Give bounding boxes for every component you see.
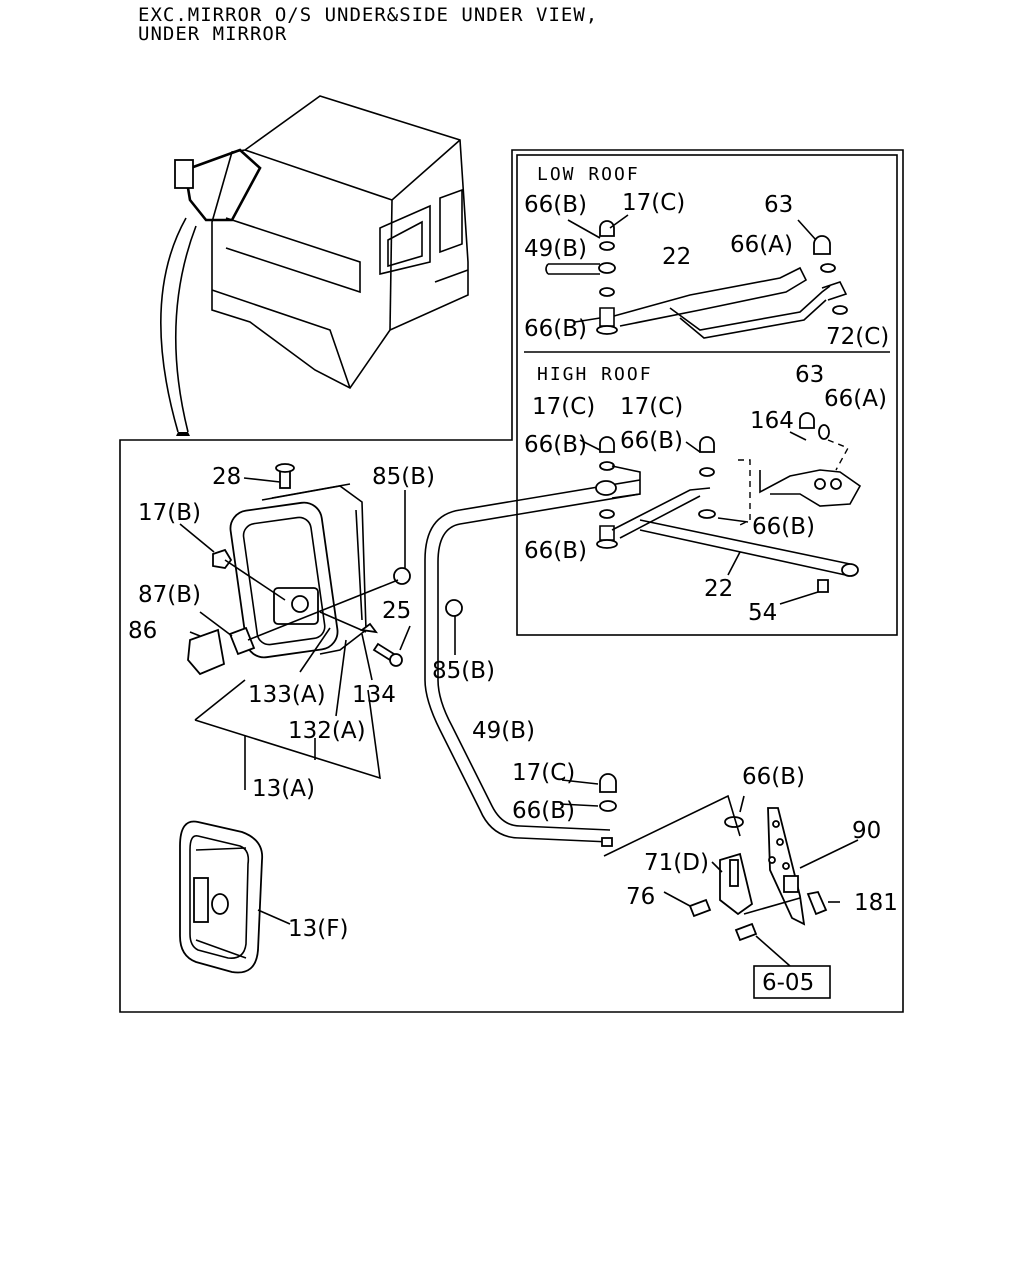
roof-variants-inset bbox=[516, 154, 898, 636]
label-m-17b: 17(B) bbox=[138, 500, 201, 526]
label-m-133a: 133(A) bbox=[248, 682, 326, 708]
reference-box bbox=[753, 965, 831, 999]
label-m-132a: 132(A) bbox=[288, 718, 366, 744]
label-m-90: 90 bbox=[852, 818, 881, 844]
label-lr-72c: 72(C) bbox=[826, 324, 889, 350]
header-line-2: UNDER MIRROR bbox=[138, 23, 288, 45]
label-m-28: 28 bbox=[212, 464, 241, 490]
label-m-85b-mid: 85(B) bbox=[432, 658, 495, 684]
label-m-66b-b: 66(B) bbox=[742, 764, 805, 790]
label-lr-63: 63 bbox=[764, 192, 793, 218]
label-m-13a: 13(A) bbox=[252, 776, 315, 802]
label-hr-66b-d: 66(B) bbox=[524, 538, 587, 564]
label-m-181: 181 bbox=[854, 890, 898, 916]
label-lr-22: 22 bbox=[662, 244, 691, 270]
label-hr-66b-a: 66(B) bbox=[524, 432, 587, 458]
label-m-13f: 13(F) bbox=[288, 916, 348, 942]
label-m-86: 86 bbox=[128, 618, 157, 644]
label-hr-54: 54 bbox=[748, 600, 777, 626]
label-m-76: 76 bbox=[626, 884, 655, 910]
low-roof-parts bbox=[545, 214, 848, 339]
label-m-87b: 87(B) bbox=[138, 582, 201, 608]
label-m-25: 25 bbox=[382, 598, 411, 624]
label-lr-49b: 49(B) bbox=[524, 236, 587, 262]
mirror-bracket-parts bbox=[559, 779, 859, 967]
label-hr-66b-c: 66(B) bbox=[752, 514, 815, 540]
label-hr-17c-a: 17(C) bbox=[532, 394, 595, 420]
label-lr-66a: 66(A) bbox=[730, 232, 793, 258]
mirror-assembly-13a bbox=[179, 463, 463, 790]
reference-label: 6-05 bbox=[762, 970, 814, 996]
label-hr-164: 164 bbox=[750, 408, 794, 434]
label-hr-63: 63 bbox=[795, 362, 824, 388]
label-m-49b: 49(B) bbox=[472, 718, 535, 744]
high-roof-parts bbox=[579, 412, 862, 605]
label-lr-17c: 17(C) bbox=[622, 190, 685, 216]
label-m-134: 134 bbox=[352, 682, 396, 708]
high-roof-heading: HIGH ROOF bbox=[537, 364, 653, 385]
main-diagram-frame bbox=[119, 149, 904, 1013]
truck-cab-illustration bbox=[160, 95, 469, 436]
low-roof-heading: LOW ROOF bbox=[537, 164, 640, 185]
label-lr-66b-top: 66(B) bbox=[524, 192, 587, 218]
mirror-stay-rod bbox=[424, 465, 641, 847]
label-m-85b-top: 85(B) bbox=[372, 464, 435, 490]
label-hr-17c-b: 17(C) bbox=[620, 394, 683, 420]
under-mirror-13f bbox=[179, 820, 291, 974]
label-hr-22: 22 bbox=[704, 576, 733, 602]
label-hr-66a: 66(A) bbox=[824, 386, 887, 412]
label-hr-66b-b: 66(B) bbox=[620, 428, 683, 454]
header-line-1: EXC.MIRROR O/S UNDER&SIDE UNDER VIEW, bbox=[138, 4, 599, 26]
label-m-66b-a: 66(B) bbox=[512, 798, 575, 824]
label-m-17c: 17(C) bbox=[512, 760, 575, 786]
label-m-71d: 71(D) bbox=[644, 850, 709, 876]
label-lr-66b-bot: 66(B) bbox=[524, 316, 587, 342]
diagram-header: EXC.MIRROR O/S UNDER&SIDE UNDER VIEW, UN… bbox=[138, 6, 598, 44]
